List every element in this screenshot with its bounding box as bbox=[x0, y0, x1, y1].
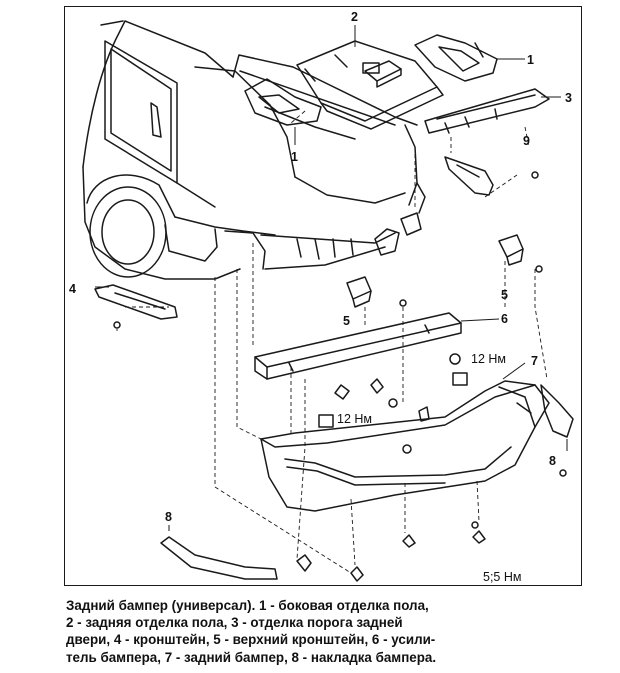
caption-line-3: двери, 4 - кронштейн, 5 - верхний кроншт… bbox=[66, 632, 436, 648]
rear-floor-trim bbox=[296, 40, 444, 130]
diagram-frame: 2 1 1 3 9 4 5 5 6 7 8 8 12 Нм 12 Нм 5;5 … bbox=[64, 6, 582, 586]
bracket-left bbox=[94, 284, 178, 329]
part-label-9: 9 bbox=[523, 134, 530, 148]
bracket-9 bbox=[444, 156, 539, 196]
part-label-3: 3 bbox=[565, 91, 572, 105]
exploded-view-diagram: 2 1 1 3 9 4 5 5 6 7 8 8 12 Нм 12 Нм 5;5 … bbox=[69, 10, 574, 584]
rear-wheel bbox=[86, 174, 176, 278]
part-label-6: 6 bbox=[501, 312, 508, 326]
door-sill-trim bbox=[424, 88, 550, 134]
torque-label-middle: 12 Нм bbox=[337, 412, 372, 426]
part-label-8-right: 8 bbox=[549, 454, 556, 468]
part-label-2: 2 bbox=[351, 10, 358, 24]
car-body bbox=[82, 20, 426, 280]
figure-caption: Задний бампер (универсал). 1 - боковая о… bbox=[66, 597, 586, 666]
torque-label-lower: 5;5 Нм bbox=[483, 570, 521, 584]
bumper-reinforcement bbox=[254, 312, 462, 380]
side-floor-trim-left bbox=[244, 78, 322, 126]
upper-bracket-left bbox=[346, 276, 407, 308]
torque-label-upper: 12 Нм bbox=[471, 352, 506, 366]
bumper-molding-right bbox=[540, 384, 574, 477]
part-label-7: 7 bbox=[531, 354, 538, 368]
caption-line-4: тель бампера, 7 - задний бампер, 8 - нак… bbox=[66, 649, 437, 665]
part-label-5-right: 5 bbox=[501, 288, 508, 302]
part-label-5-left: 5 bbox=[343, 314, 350, 328]
part-label-8-left: 8 bbox=[165, 510, 172, 524]
rear-bumper bbox=[260, 380, 550, 512]
upper-bracket-right bbox=[498, 234, 543, 273]
leader-lines bbox=[95, 25, 568, 531]
bumper-molding-left bbox=[160, 536, 278, 580]
caption-line-1: Задний бампер (универсал). 1 - боковая о… bbox=[66, 598, 429, 613]
caption-line-2: 2 - задняя отделка пола, 3 - отделка пор… bbox=[66, 615, 403, 631]
part-label-1-left: 1 bbox=[291, 150, 298, 164]
part-label-4: 4 bbox=[69, 282, 76, 296]
part-label-1-upper: 1 bbox=[527, 53, 534, 67]
fasteners bbox=[296, 62, 486, 582]
assembly-guides bbox=[116, 110, 548, 574]
side-floor-trim-right bbox=[414, 34, 498, 82]
